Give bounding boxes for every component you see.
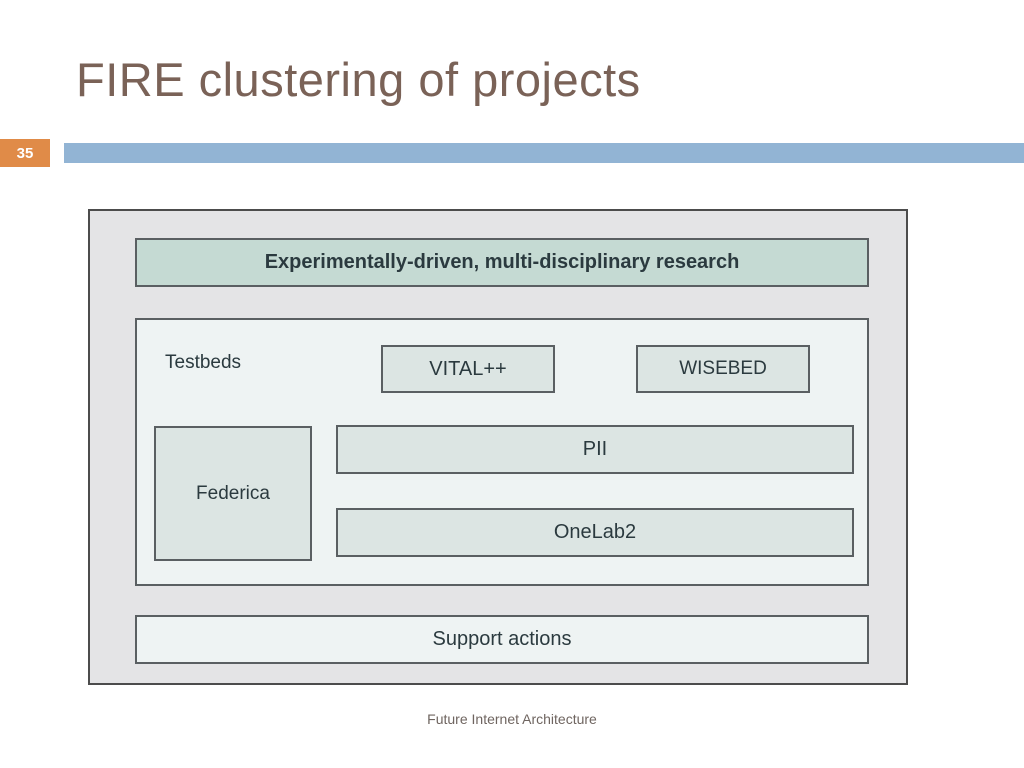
project-box-wisebed: WISEBED	[636, 345, 810, 393]
project-box-vital-plus-plus: VITAL++	[381, 345, 555, 393]
fire-clustering-diagram: Experimentally-driven, multi-disciplinar…	[88, 209, 908, 685]
project-box-onelab2: OneLab2	[336, 508, 854, 557]
support-actions-box: Support actions	[135, 615, 869, 664]
project-box-pii: PII	[336, 425, 854, 474]
slide-number-badge: 35	[0, 139, 50, 167]
slide-footer: Future Internet Architecture	[427, 711, 597, 727]
research-band-box: Experimentally-driven, multi-disciplinar…	[135, 238, 869, 287]
testbeds-label: Testbeds	[165, 352, 242, 373]
testbeds-panel: Testbeds VITAL++ WISEBED Federica PII On…	[135, 318, 869, 586]
title-divider-bar	[64, 143, 1024, 163]
project-box-federica: Federica	[154, 426, 312, 561]
page-title: FIRE clustering of projects	[76, 53, 641, 106]
